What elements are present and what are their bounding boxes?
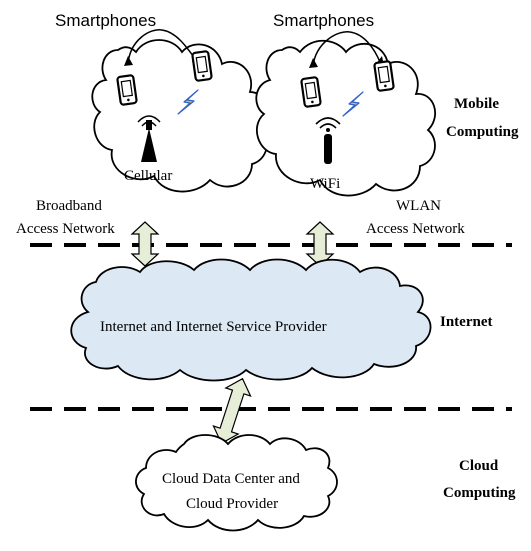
layer-label-mobile: Mobile xyxy=(454,96,499,112)
smartphone-icon xyxy=(191,49,213,83)
datacenter-cloud xyxy=(135,434,338,532)
smartphones-label-right: Smartphones xyxy=(273,11,374,30)
datacenter-label: Cloud Data Center and xyxy=(162,471,300,487)
datacenter-label-2: Cloud Provider xyxy=(186,496,278,512)
wifi-router-icon xyxy=(315,117,341,164)
phone-link-arrow-right xyxy=(312,31,381,67)
layer-label-cloud: Cloud xyxy=(459,458,499,474)
phone-link-arrow-left xyxy=(127,29,197,65)
smartphone-icon xyxy=(116,73,138,107)
wlan-label: WLAN xyxy=(396,198,441,214)
arrowhead-icon xyxy=(124,56,133,66)
internet-cloud xyxy=(70,258,432,382)
broadband-label: Broadband xyxy=(36,198,102,214)
wlan-label-2: Access Network xyxy=(366,221,465,237)
cellular-label: Cellular xyxy=(124,168,172,184)
internet-cloud-label: Internet and Internet Service Provider xyxy=(100,319,327,335)
cell-tower-icon xyxy=(137,115,161,162)
smartphone-icon xyxy=(300,75,322,109)
layer-label-internet: Internet xyxy=(440,314,493,330)
layer-label-cloud-2: Computing xyxy=(443,485,516,501)
layer-label-mobile-2: Computing xyxy=(446,124,519,140)
broadband-label-2: Access Network xyxy=(16,221,115,237)
wifi-cloud xyxy=(255,39,436,197)
cellular-cloud xyxy=(91,39,268,193)
wifi-label: WiFi xyxy=(310,176,340,192)
smartphone-icon xyxy=(373,59,395,93)
smartphones-label-left: Smartphones xyxy=(55,11,156,30)
arrowhead-icon xyxy=(309,58,318,68)
